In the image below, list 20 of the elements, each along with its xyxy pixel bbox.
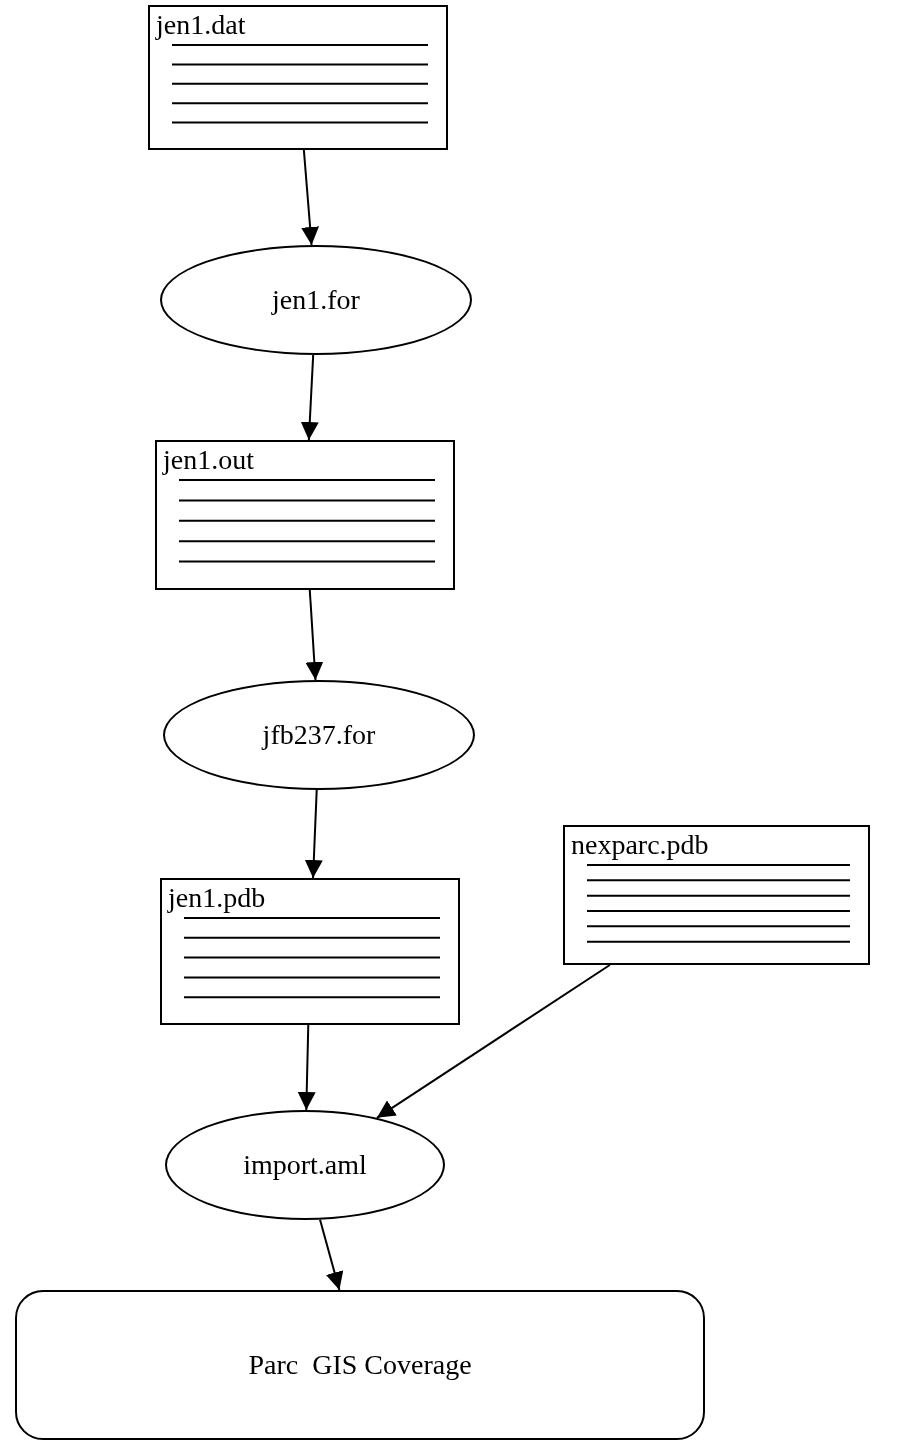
arrow bbox=[304, 789, 323, 879]
program-name: jen1.for bbox=[272, 284, 360, 316]
file-name: nexparc.pdb bbox=[571, 829, 709, 861]
file-name: jen1.dat bbox=[156, 9, 246, 41]
program-name: import.aml bbox=[243, 1149, 367, 1181]
document-box bbox=[563, 825, 870, 965]
file-name: jen1.pdb bbox=[168, 882, 266, 914]
program-name: jfb237.for bbox=[262, 719, 376, 751]
output-box bbox=[15, 1290, 705, 1440]
document-box bbox=[160, 878, 460, 1025]
arrow bbox=[297, 1024, 316, 1111]
output-name: Parc GIS Coverage bbox=[248, 1349, 472, 1381]
file-name: jen1.out bbox=[163, 444, 254, 476]
arrow bbox=[305, 589, 324, 681]
document-box bbox=[155, 440, 455, 590]
document-box bbox=[148, 5, 448, 150]
arrow bbox=[375, 964, 611, 1119]
arrow bbox=[300, 354, 319, 441]
arrow bbox=[319, 1218, 344, 1291]
arrow bbox=[301, 149, 320, 246]
